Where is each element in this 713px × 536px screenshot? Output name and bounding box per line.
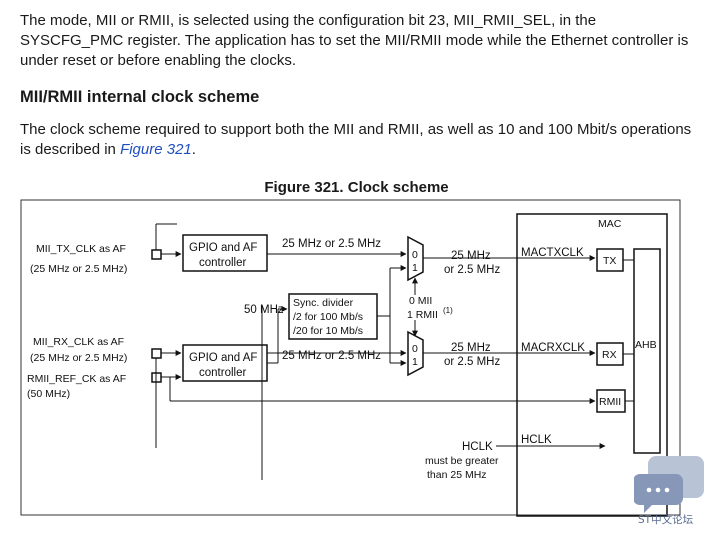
select-note: (1) xyxy=(443,306,453,315)
rx-label: RX xyxy=(602,349,617,361)
figure-link[interactable]: Figure 321 xyxy=(120,141,192,158)
freq-top-label: 25 MHz or 2.5 MHz xyxy=(282,238,381,250)
sync-divider-line2: /2 for 100 Mb/s xyxy=(293,311,363,323)
fifty-mhz-label: 50 MHz xyxy=(244,304,284,316)
rx-pad xyxy=(151,348,162,359)
rmii-ref-ck-freq: (50 MHz) xyxy=(27,388,70,400)
mux-top-out-freq1: 25 MHz xyxy=(451,250,491,262)
chat-bubble-icon xyxy=(633,456,704,513)
mux-top-in0: 0 xyxy=(412,249,418,261)
mac-title: MAC xyxy=(598,218,622,230)
hclk-right-label: HCLK xyxy=(521,434,552,446)
rmii-label: RMII xyxy=(599,396,621,408)
mii-rx-clk-freq: (25 MHz or 2.5 MHz) xyxy=(30,352,127,364)
tx-label: TX xyxy=(603,255,616,267)
ahb-block xyxy=(633,248,661,454)
hclk-note-line1: must be greater xyxy=(425,455,499,467)
hclk-note-line2: than 25 MHz xyxy=(427,469,487,481)
hclk-left-label: HCLK xyxy=(462,441,493,453)
sync-divider-line1: Sync. divider xyxy=(293,297,354,309)
mux-bottom xyxy=(407,330,424,377)
select-rmii-label: 1 RMII xyxy=(407,309,438,321)
mux-bottom-in1: 1 xyxy=(412,356,418,368)
rmii-ref-ck-label: RMII_REF_CK as AF xyxy=(27,373,126,385)
gpio-tx-box xyxy=(182,234,268,272)
mux-bottom-in0: 0 xyxy=(412,343,418,355)
watermark: ST中文论坛 xyxy=(633,454,706,526)
figure-frame xyxy=(20,199,681,516)
section-heading: MII/RMII internal clock scheme xyxy=(20,88,260,106)
macrxclk-label: MACRXCLK xyxy=(521,342,585,354)
gpio-tx-line1: GPIO and AF xyxy=(189,242,257,254)
watermark-text: ST中文论坛 xyxy=(638,514,694,526)
select-mii-label: 0 MII xyxy=(409,295,432,307)
mii-tx-clk-freq: (25 MHz or 2.5 MHz) xyxy=(30,263,127,275)
mux-bottom-out-freq2: or 2.5 MHz xyxy=(444,356,500,368)
mii-tx-clk-label: MII_TX_CLK as AF xyxy=(36,243,126,255)
mux-top-out-freq2: or 2.5 MHz xyxy=(444,264,500,276)
mactxclk-label: MACTXCLK xyxy=(521,247,584,259)
mux-top-in1: 1 xyxy=(412,262,418,274)
mii-rx-clk-label: MII_RX_CLK as AF xyxy=(33,336,124,348)
mux-bottom-out-freq1: 25 MHz xyxy=(451,342,491,354)
freq-mid-label: 25 MHz or 2.5 MHz xyxy=(282,350,381,362)
mac-block xyxy=(516,213,668,517)
tx-pad xyxy=(151,249,162,260)
section-text-end: . xyxy=(191,141,196,158)
figure-title: Figure 321. Clock scheme xyxy=(264,179,449,196)
sync-divider-line3: /20 for 10 Mb/s xyxy=(293,325,363,337)
gpio-rx-line2: controller xyxy=(199,367,246,379)
section-text: The clock scheme required to support bot… xyxy=(20,121,692,158)
mux-top xyxy=(407,235,424,282)
ahb-label: AHB xyxy=(635,339,657,351)
gpio-rx-line1: GPIO and AF xyxy=(189,352,257,364)
section-paragraph: The clock scheme required to support bot… xyxy=(20,120,700,160)
intro-paragraph: The mode, MII or RMII, is selected using… xyxy=(20,12,689,69)
gpio-tx-line2: controller xyxy=(199,257,246,269)
